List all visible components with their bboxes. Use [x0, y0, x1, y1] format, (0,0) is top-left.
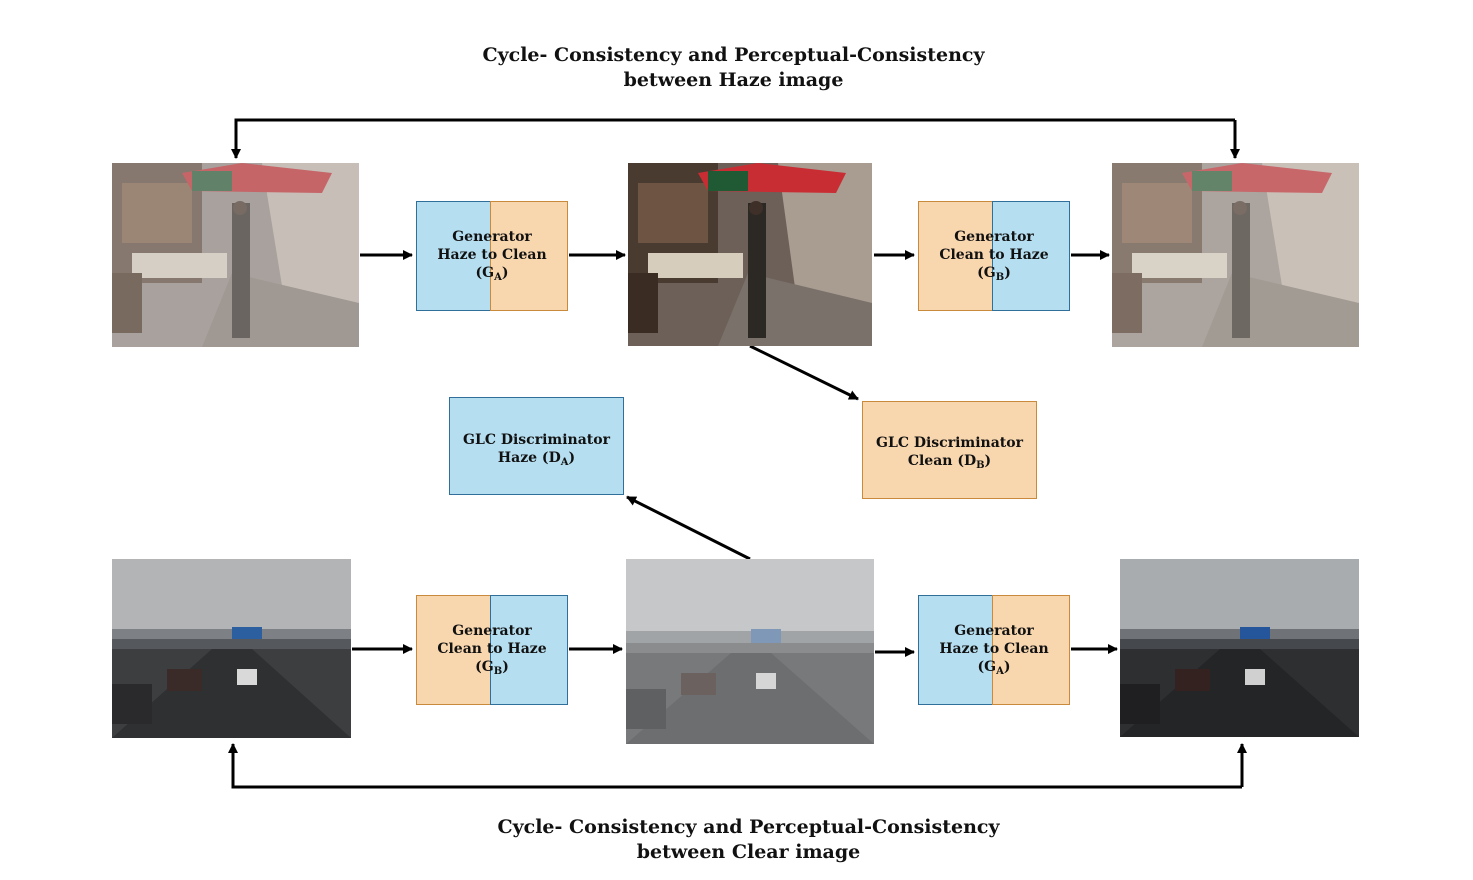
- top-title-line2: between Haze image: [623, 69, 844, 91]
- generator-direction: Haze to Clean: [939, 641, 1049, 657]
- bottom-cycle-arrow: [228, 743, 1242, 789]
- generator-label: Generator: [452, 623, 532, 639]
- discriminator-domain: Clean (DB): [907, 453, 992, 471]
- generator-label: Generator: [954, 229, 1034, 245]
- bottom-generator-haze-to-clean: Generator Haze to Clean (GA): [918, 595, 1070, 705]
- to-disc-clean-arrow: [749, 344, 859, 401]
- generator-direction: Clean to Haze: [939, 247, 1049, 263]
- bottom-generator-clean-to-haze: Generator Clean to Haze (GB): [416, 595, 568, 705]
- reconstructed-clear-image: [1120, 559, 1359, 737]
- generator-symbol: (GA): [475, 265, 509, 283]
- top-generator-haze-to-clean: Generator Haze to Clean (GA): [416, 201, 568, 311]
- discriminator-haze: GLC Discriminator Haze (DA): [449, 397, 624, 495]
- hazy-input-image: [112, 163, 359, 347]
- clear-input-image: [112, 559, 351, 738]
- generator-direction: Haze to Clean: [437, 247, 547, 263]
- generator-symbol: (GB): [977, 265, 1011, 283]
- dehazed-output-image: [628, 163, 872, 346]
- bottom-title-line2: between Clear image: [636, 841, 861, 863]
- generator-direction: Clean to Haze: [437, 641, 547, 657]
- top-title-line1: Cycle- Consistency and Perceptual-Consis…: [482, 44, 985, 66]
- discriminator-label: GLC Discriminator: [463, 432, 610, 448]
- discriminator-domain: Haze (DA): [497, 450, 576, 468]
- top-cycle-arrow: [231, 118, 1235, 159]
- to-disc-haze-arrow: [626, 495, 751, 561]
- generator-symbol: (GA): [977, 659, 1011, 677]
- discriminator-label: GLC Discriminator: [876, 435, 1023, 451]
- reconstructed-hazy-image: [1112, 163, 1359, 347]
- generator-symbol: (GB): [475, 659, 509, 677]
- generator-label: Generator: [954, 623, 1034, 639]
- bottom-cycle-title: Cycle- Consistency and Perceptual-Consis…: [0, 815, 1473, 865]
- top-generator-clean-to-haze: Generator Clean to Haze (GB): [918, 201, 1070, 311]
- discriminator-clean: GLC Discriminator Clean (DB): [862, 401, 1037, 499]
- bottom-title-line1: Cycle- Consistency and Perceptual-Consis…: [497, 816, 1000, 838]
- generator-label: Generator: [452, 229, 532, 245]
- top-cycle-title: Cycle- Consistency and Perceptual-Consis…: [0, 43, 1473, 93]
- synthetic-hazy-image: [626, 559, 874, 744]
